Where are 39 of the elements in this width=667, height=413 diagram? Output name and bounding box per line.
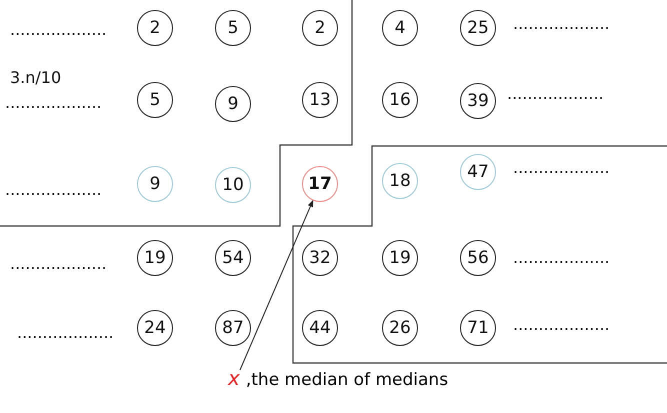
number-circle: 39 xyxy=(460,83,496,119)
number-circle: 25 xyxy=(460,10,496,46)
number-circle: 5 xyxy=(215,10,251,46)
formula-label: 3.n/10 xyxy=(10,68,62,87)
number-circle: 2 xyxy=(137,10,173,46)
annotation-text: ,the median of medians xyxy=(246,370,448,390)
number-circle: 13 xyxy=(302,82,338,118)
variable-symbol: x xyxy=(228,366,240,390)
arrow xyxy=(240,200,314,370)
number-circle: 56 xyxy=(460,240,496,276)
number-circle: 87 xyxy=(215,310,251,346)
answer-blank: ................... xyxy=(513,158,610,177)
number-circle: 47 xyxy=(460,154,496,190)
answer-blank: ................... xyxy=(513,248,610,267)
number-circle: 71 xyxy=(460,310,496,346)
answer-blank: ................... xyxy=(513,14,610,33)
number-circle: 9 xyxy=(137,166,173,202)
number-circle: 19 xyxy=(137,240,173,276)
answer-blank: ................... xyxy=(507,84,604,103)
number-circle: 2 xyxy=(302,10,338,46)
number-circle: 26 xyxy=(382,310,418,346)
number-circle: 19 xyxy=(382,240,418,276)
answer-blank: ................... xyxy=(513,315,610,334)
answer-blank: ................... xyxy=(10,254,107,273)
number-circle: 18 xyxy=(382,163,418,199)
answer-blank: ................... xyxy=(5,180,102,199)
number-circle: 24 xyxy=(137,310,173,346)
number-circle: 54 xyxy=(215,240,251,276)
answer-blank: ................... xyxy=(17,323,114,342)
number-circle: 9 xyxy=(215,86,251,122)
answer-blank: ................... xyxy=(10,20,107,39)
number-circle: 44 xyxy=(302,310,338,346)
number-circle: 4 xyxy=(382,10,418,46)
number-circle: 32 xyxy=(302,240,338,276)
answer-blank: ................... xyxy=(5,93,102,112)
number-circle: 17 xyxy=(302,166,338,202)
number-circle: 10 xyxy=(215,167,251,203)
number-circle: 5 xyxy=(137,82,173,118)
number-circle: 16 xyxy=(382,82,418,118)
